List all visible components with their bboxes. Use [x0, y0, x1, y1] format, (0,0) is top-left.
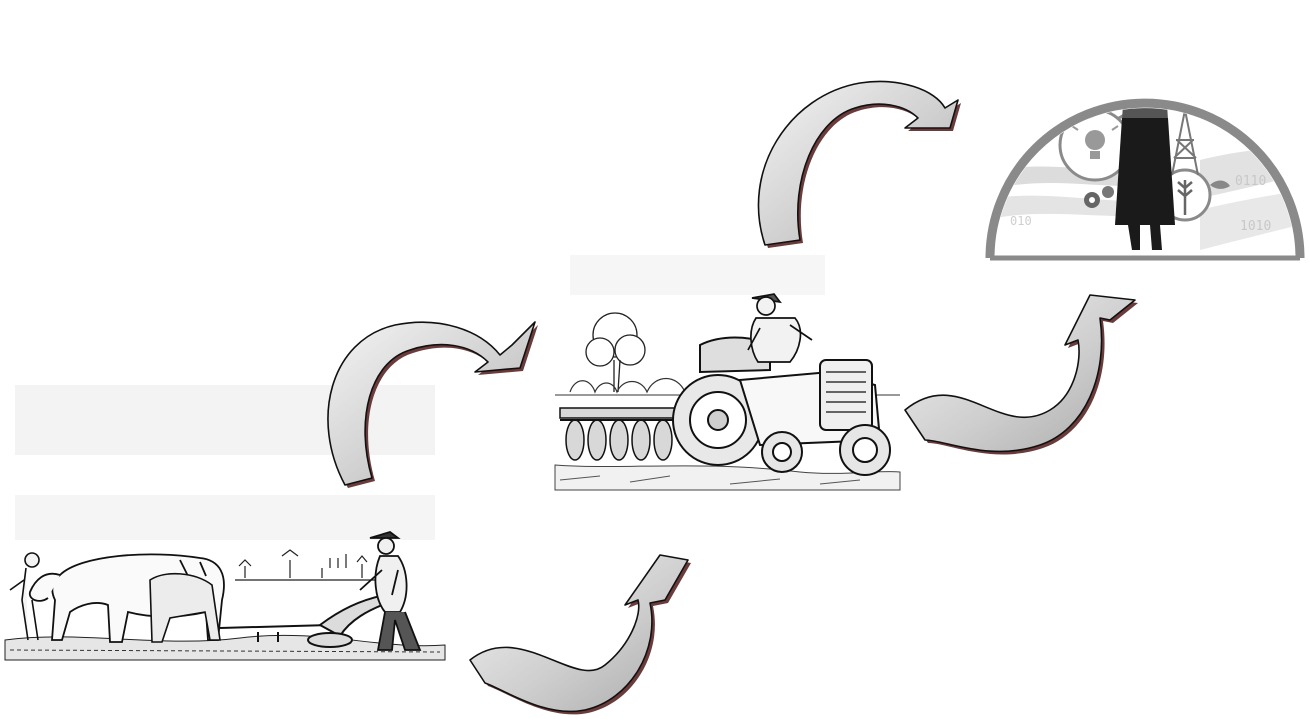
bird-icon	[1210, 180, 1230, 189]
touch-icon	[1198, 108, 1232, 114]
person-leading-ox	[9, 552, 40, 641]
disc-harrow	[559, 407, 691, 461]
woman-with-smartphone	[1115, 108, 1175, 250]
tractor-illustration	[554, 255, 901, 491]
digital-farming-illustration: 0110 1010 010	[985, 98, 1305, 261]
binary-pattern: 0110	[1235, 174, 1266, 189]
gears-icon	[1084, 186, 1114, 208]
tractor	[672, 336, 891, 476]
arrow-tractor-to-digital	[757, 80, 959, 246]
ox-rear	[149, 572, 221, 643]
background-trees	[235, 549, 400, 581]
svg-text:010: 010	[1010, 214, 1032, 228]
arrow-tractor-to-ox	[469, 554, 689, 713]
farmer-plowing	[359, 531, 422, 651]
cycle-arrows	[327, 80, 1138, 715]
arrow-ox-to-tractor	[327, 321, 536, 486]
tree	[585, 312, 646, 393]
arrow-digital-to-tractor	[904, 294, 1136, 453]
svg-text:1010: 1010	[1240, 219, 1271, 234]
ox-plough-illustration	[4, 385, 446, 661]
tractor-driver	[747, 293, 813, 363]
